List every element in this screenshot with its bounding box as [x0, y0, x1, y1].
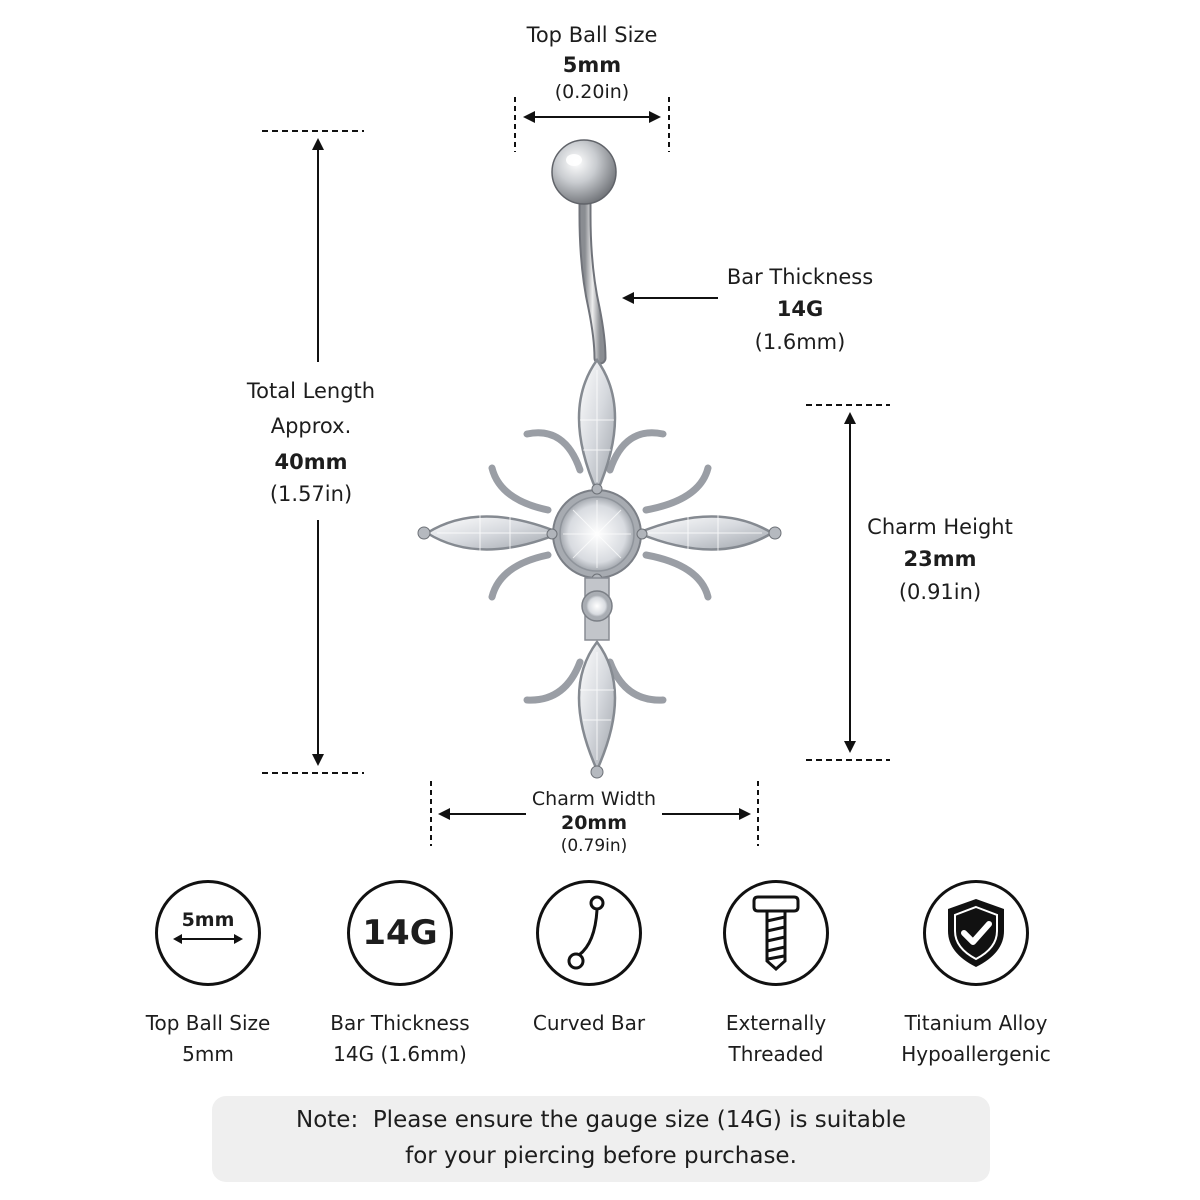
charm-width-value: 20mm [560, 811, 628, 834]
feature-threaded-line2: Threaded [728, 1042, 824, 1066]
bar-thickness-mm: (1.6mm) [754, 329, 846, 354]
total-length-inch: (1.57in) [269, 481, 353, 506]
feature-bar-thickness-line1: Bar Thickness [330, 1011, 470, 1035]
top-ball-value: 5mm [562, 53, 622, 78]
gauge-icon-text: 14G [362, 913, 438, 953]
feature-top-ball-line1: Top Ball Size [145, 1011, 271, 1035]
feature-threaded: Externally Threaded [686, 880, 866, 1070]
feature-top-ball-line2: 5mm [182, 1042, 234, 1066]
curved-bar-icon [536, 880, 642, 986]
gauge-icon: 14G [347, 880, 453, 986]
charm-height-value: 23mm [903, 547, 977, 572]
charm-width-title: Charm Width [531, 788, 657, 810]
total-length-approx: Approx. [270, 414, 352, 439]
feature-bar-thickness-line2: 14G (1.6mm) [333, 1042, 467, 1066]
belly-ring-jewelry [417, 139, 782, 779]
total-length-dimension [262, 130, 364, 774]
charm-height-inch: (0.91in) [898, 579, 982, 604]
bar-thickness-label: Bar Thickness 14G (1.6mm) [700, 264, 900, 355]
charm-height-dimension [806, 404, 890, 761]
double-arrow-icon [173, 933, 243, 944]
note-line1: Note: Please ensure the gauge size (14G)… [296, 1107, 906, 1133]
top-ball-title: Top Ball Size [526, 23, 658, 47]
feature-curved-bar: Curved Bar [499, 880, 679, 1039]
top-ball-label: Top Ball Size 5mm (0.20in) [492, 22, 692, 104]
charm-height-label: Charm Height 23mm (0.91in) [840, 514, 1040, 605]
bar-thickness-value: 14G [776, 297, 824, 322]
ball-size-icon-text: 5mm [181, 908, 235, 931]
screw-icon [723, 880, 829, 986]
total-length-label: Total Length Approx. 40mm (1.57in) [211, 378, 411, 507]
top-ball-dimension [514, 97, 670, 152]
shield-glyph [948, 899, 1004, 967]
shield-check-icon [923, 880, 1029, 986]
purchase-note: Note: Please ensure the gauge size (14G)… [212, 1096, 990, 1182]
feature-top-ball: 5mm Top Ball Size 5mm [118, 880, 298, 1070]
bar-thickness-title: Bar Thickness [726, 265, 874, 289]
curved-bar-glyph [567, 895, 605, 970]
feature-bar-thickness: 14G Bar Thickness 14G (1.6mm) [310, 880, 490, 1070]
feature-threaded-line1: Externally [725, 1011, 827, 1035]
screw-glyph [752, 895, 800, 972]
feature-titanium: Titanium Alloy Hypoallergenic [886, 880, 1066, 1070]
product-diagram [262, 97, 890, 846]
charm-width-inch: (0.79in) [560, 835, 628, 856]
feature-curved-bar-line1: Curved Bar [532, 1011, 646, 1035]
charm-width-dimension [430, 781, 759, 846]
note-line2: for your piercing before purchase. [405, 1143, 797, 1169]
ball-size-icon: 5mm [155, 880, 261, 986]
feature-titanium-line2: Hypoallergenic [901, 1042, 1051, 1066]
feature-titanium-line1: Titanium Alloy [904, 1011, 1048, 1035]
charm-width-label: Charm Width 20mm (0.79in) [494, 788, 694, 857]
total-length-value: 40mm [274, 449, 348, 474]
total-length-title: Total Length [246, 379, 376, 403]
charm-height-title: Charm Height [867, 515, 1013, 539]
top-ball-inch: (0.20in) [554, 80, 630, 103]
